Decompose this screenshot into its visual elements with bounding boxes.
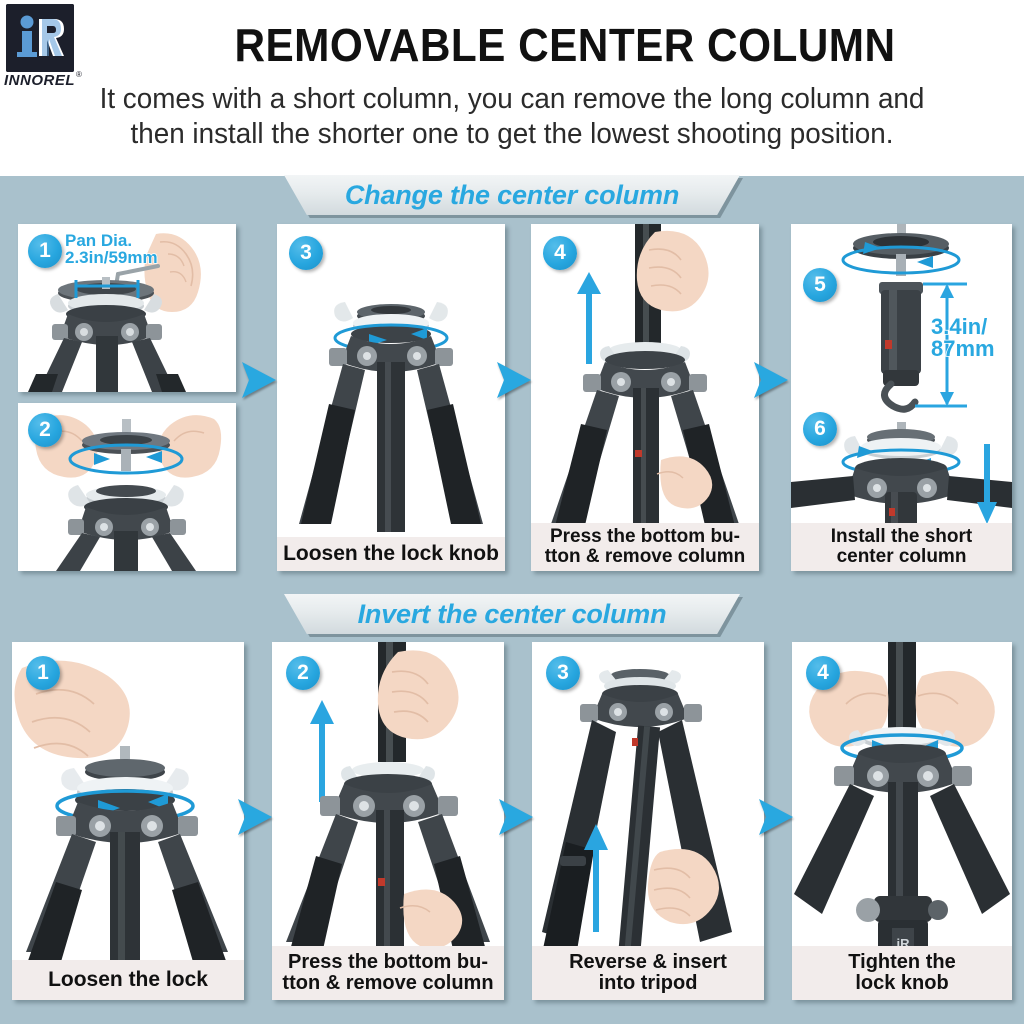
caption-panel-b4-line2: lock knob [855, 972, 949, 994]
step-badge-2: 2 [28, 413, 62, 447]
panel-invert-step-2: 2 Press the bottom bu- tton & remove col… [272, 642, 504, 1000]
page-subtitle: It comes with a short column, you can re… [30, 82, 994, 153]
tighten-lock-knob-illustration: iR [792, 642, 1012, 1000]
panel-invert-step-1: 1 Loosen the lock [12, 642, 244, 1000]
innorel-ir-monogram-icon [6, 4, 74, 72]
step-badge-4: 4 [543, 236, 577, 270]
step-badge-1: 1 [28, 234, 62, 268]
panel-step-2: 2 [18, 403, 236, 571]
caption-panel-b3-line1: Reverse & insert [569, 951, 727, 973]
caption-panel-5-6: Install the short center column [791, 523, 1012, 571]
step-badge-5: 5 [803, 268, 837, 302]
panel-step-3: 3 Loosen the lock knob [277, 224, 505, 571]
caption-panel-b2-line1: Press the bottom bu- [287, 951, 488, 973]
banner-plate-2: Invert the center column [284, 594, 740, 634]
panel-b3-photo [532, 642, 764, 1000]
panel-b4-photo: iR [792, 642, 1012, 1000]
loosen-lock-illustration [12, 642, 244, 1000]
caption-panel-b3-line2: into tripod [598, 972, 698, 994]
remove-column-illustration [531, 224, 759, 571]
panel-b2-photo [272, 642, 504, 1000]
panel-3-photo [277, 224, 505, 571]
brand-logo-mark [6, 4, 74, 72]
step-badge-b1: 1 [26, 656, 60, 690]
panel-step-5-6: 5 6 3.4in/ 87mm Install the short center… [791, 224, 1012, 571]
callout-length-line2: 87mm [930, 336, 995, 361]
callout-length-line1: 3.4in/ [930, 314, 988, 339]
caption-panel-4-line2: tton & remove column [544, 546, 746, 567]
banner-label-change: Change the center column [344, 179, 680, 210]
caption-panel-3: Loosen the lock knob [277, 537, 505, 571]
caption-panel-b2: Press the bottom bu- tton & remove colum… [272, 946, 504, 1000]
tripod-apex-illustration [18, 224, 236, 392]
panel-invert-step-3: 3 Reverse & insert into tripod [532, 642, 764, 1000]
caption-panel-4-line1: Press the bottom bu- [549, 526, 740, 548]
caption-panel-5-6-line2: center column [836, 546, 967, 567]
banner-plate: Change the center column [284, 175, 740, 215]
callout-pan-dia-line2: 2.3in/59mm [64, 248, 158, 267]
step-badge-6: 6 [803, 412, 837, 446]
step-badge-b2: 2 [286, 656, 320, 690]
page-title: REMOVABLE CENTER COLUMN [234, 19, 896, 71]
panel-step-4: 4 Press the bottom bu- tton & remove col… [531, 224, 759, 571]
step-badge-b3: 3 [546, 656, 580, 690]
caption-panel-5-6-line1: Install the short [830, 526, 973, 548]
caption-panel-b2-line2: tton & remove column [282, 972, 494, 994]
header: INNOREL ® REMOVABLE CENTER COLUMN It com… [0, 0, 1024, 176]
press-button-remove-illustration [272, 642, 504, 1000]
loosen-lock-knob-illustration [277, 224, 505, 571]
caption-panel-b3: Reverse & insert into tripod [532, 946, 764, 1000]
callout-pan-dia-line1: Pan Dia. [64, 231, 133, 250]
brand-registered-mark: ® [76, 70, 82, 79]
caption-panel-4: Press the bottom bu- tton & remove colum… [531, 523, 759, 571]
subtitle-line-1: It comes with a short column, you can re… [99, 83, 925, 115]
panel-invert-step-4: iR 4 Tighten the lock knob [792, 642, 1012, 1000]
caption-panel-b4-line1: Tighten the [848, 951, 956, 973]
reverse-insert-illustration [532, 642, 764, 1000]
subtitle-line-2: then install the shorter one to get the … [130, 118, 894, 151]
panel-step-1: 1 Pan Dia. 2.3in/59mm [18, 224, 236, 392]
callout-pan-diameter: Pan Dia. 2.3in/59mm [64, 231, 158, 267]
banner-label-invert: Invert the center column [357, 598, 667, 629]
step-badge-b4: 4 [806, 656, 840, 690]
step-badge-3: 3 [289, 236, 323, 270]
caption-panel-b1: Loosen the lock [12, 960, 244, 1000]
callout-short-column-length: 3.4in/ 87mm [930, 314, 995, 361]
panel-b1-photo [12, 642, 244, 1000]
caption-panel-b4: Tighten the lock knob [792, 946, 1012, 1000]
brand-name: INNOREL [4, 72, 75, 89]
panel-4-photo [531, 224, 759, 571]
